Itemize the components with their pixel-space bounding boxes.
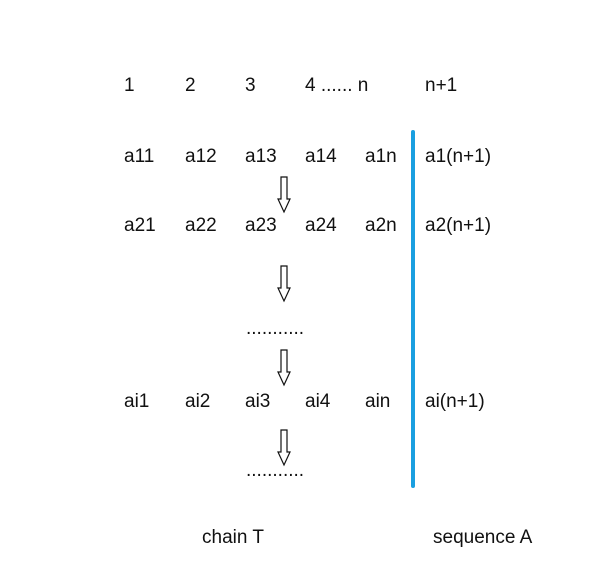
cell-a1n: a1n <box>365 146 397 167</box>
column-header-n-plus-1: n+1 <box>425 75 458 96</box>
cell-a2-n-plus-1: a2(n+1) <box>425 215 492 236</box>
ellipsis-1: ........... <box>246 318 305 339</box>
chain-t-label: chain T <box>202 527 264 548</box>
cell-ai1: ai1 <box>124 391 150 412</box>
cell-ai4: ai4 <box>305 391 331 412</box>
cell-ain: ain <box>365 391 391 412</box>
cell-a2n: a2n <box>365 215 397 236</box>
divider-line <box>411 130 415 488</box>
column-header-4-to-n: 4 ...... n <box>305 75 369 96</box>
column-header-2: 2 <box>185 75 196 96</box>
cell-a24: a24 <box>305 215 337 236</box>
down-arrow-icon <box>277 349 291 387</box>
ellipsis-2: ........... <box>246 460 305 481</box>
down-arrow-icon <box>277 176 291 214</box>
down-arrow-icon <box>277 429 291 467</box>
cell-ai3: ai3 <box>245 391 271 412</box>
cell-a14: a14 <box>305 146 337 167</box>
column-header-1: 1 <box>124 75 135 96</box>
cell-a1-n-plus-1: a1(n+1) <box>425 146 492 167</box>
cell-a21: a21 <box>124 215 156 236</box>
column-header-3: 3 <box>245 75 256 96</box>
cell-ai-n-plus-1: ai(n+1) <box>425 391 485 412</box>
cell-a22: a22 <box>185 215 217 236</box>
cell-a12: a12 <box>185 146 217 167</box>
cell-a11: a11 <box>124 146 155 167</box>
cell-a23: a23 <box>245 215 277 236</box>
down-arrow-icon <box>277 265 291 303</box>
cell-a13: a13 <box>245 146 277 167</box>
sequence-a-label: sequence A <box>433 527 533 548</box>
cell-ai2: ai2 <box>185 391 211 412</box>
